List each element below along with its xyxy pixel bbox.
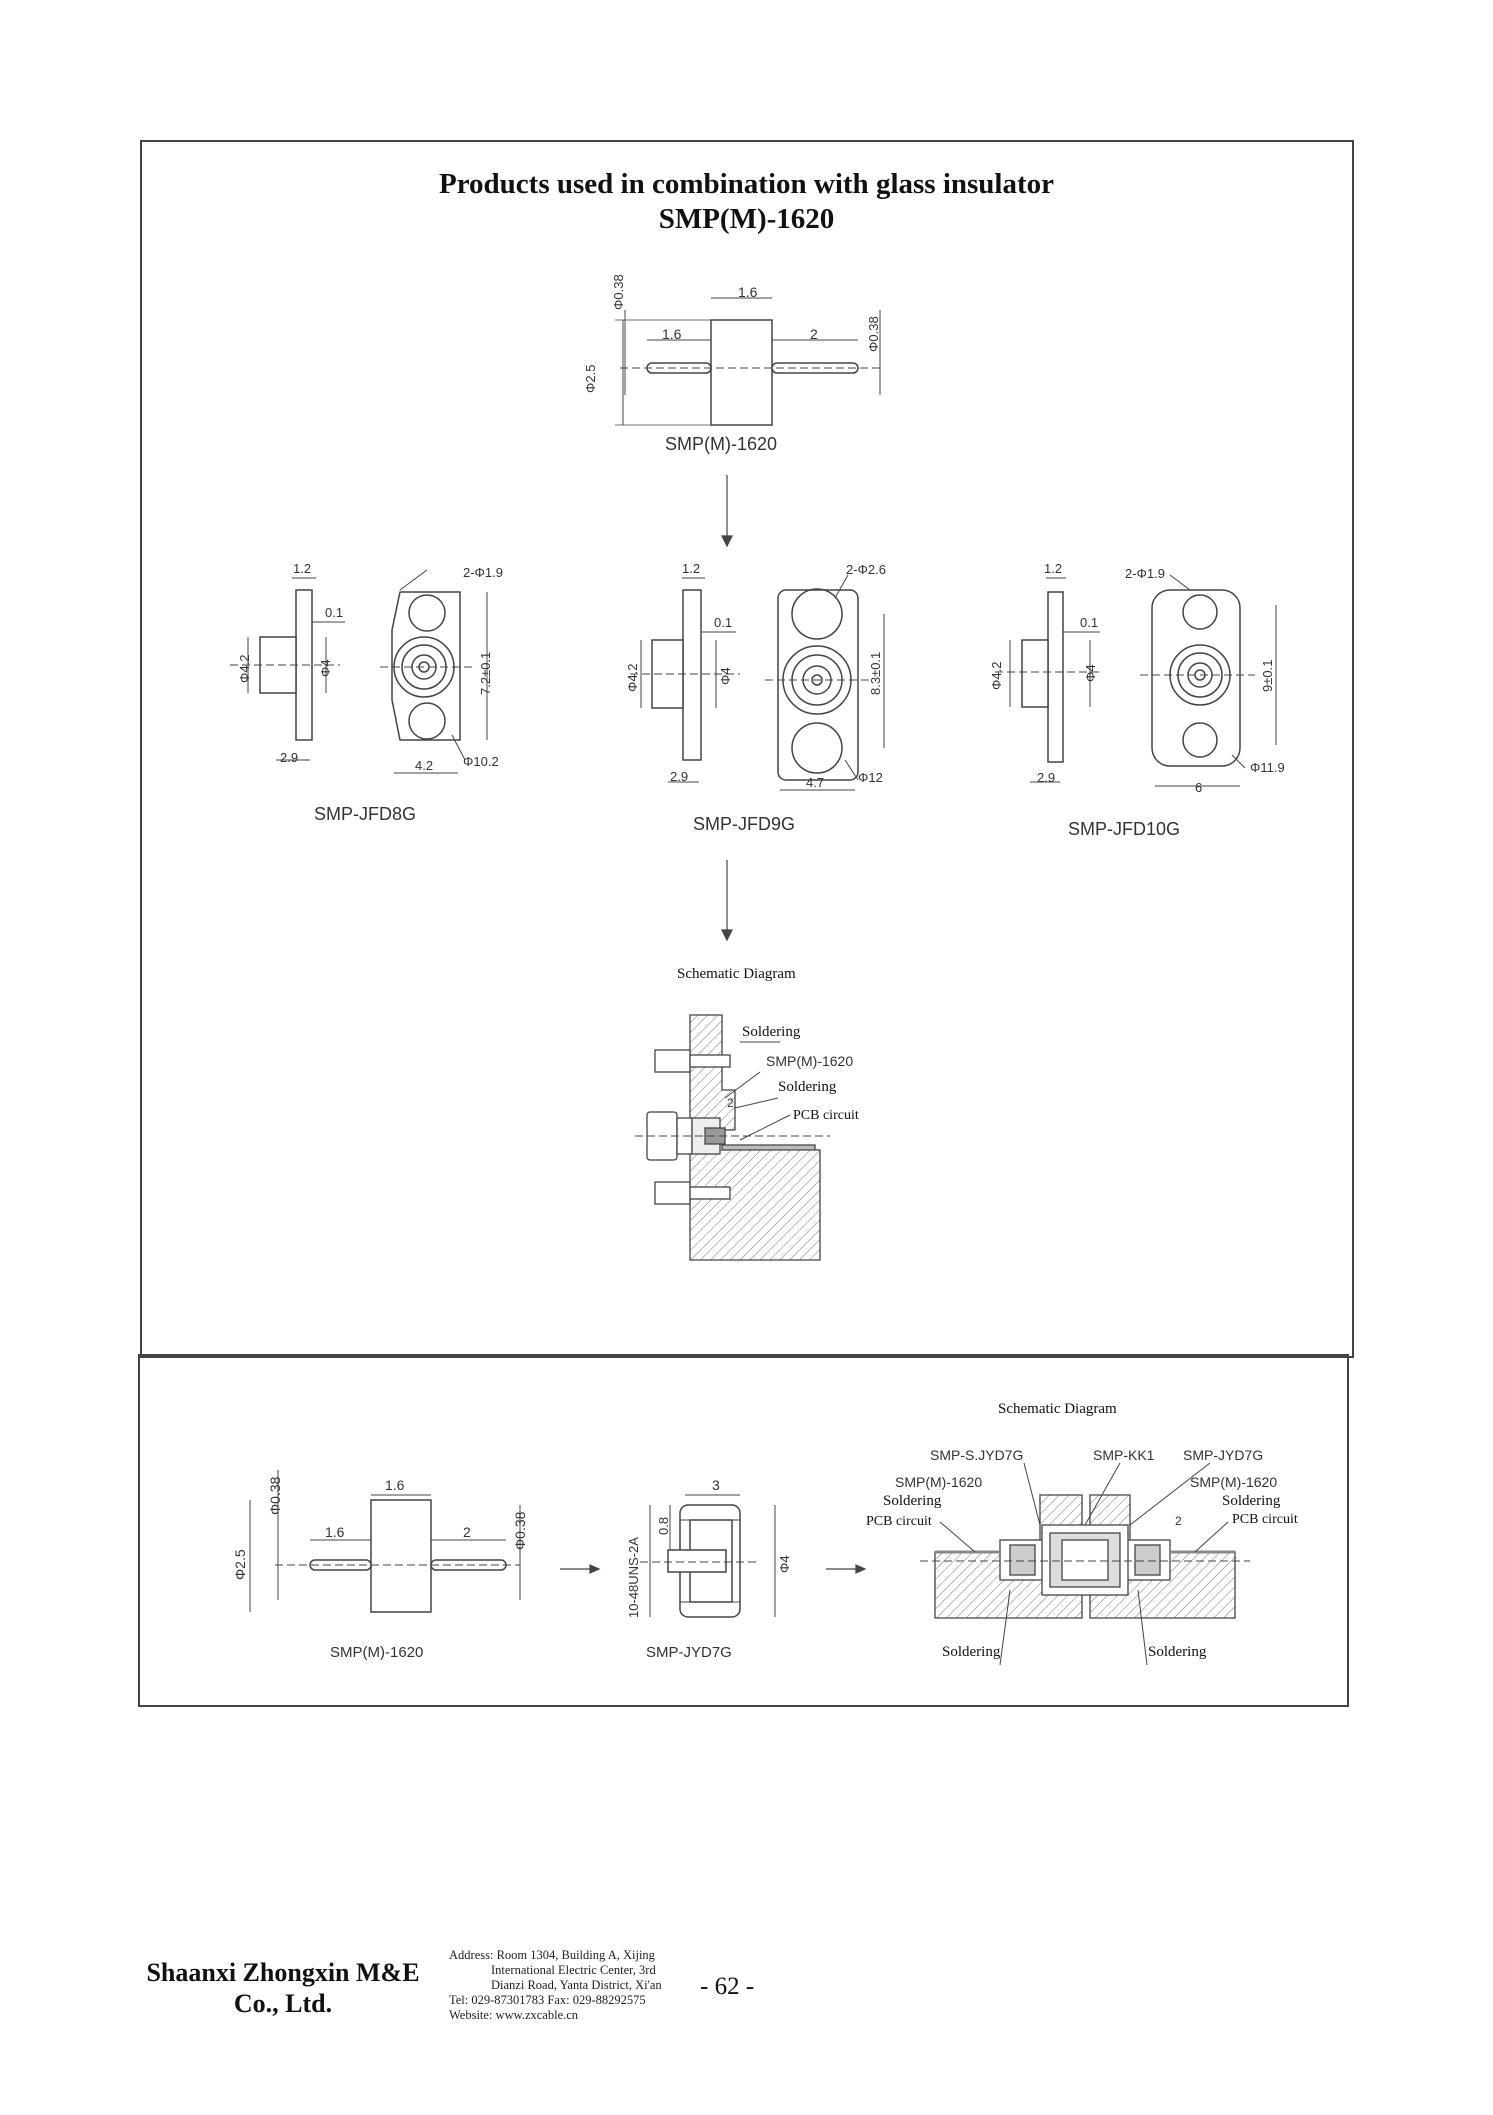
jfd8g-body: Φ10.2 (463, 754, 499, 769)
jyd7g-length: 3 (712, 1477, 720, 1493)
jfd9g-thickness: 1.2 (682, 561, 700, 576)
jfd10g-body: Φ11.9 (1250, 760, 1285, 775)
jfd8g-width: 4.2 (415, 758, 433, 773)
schematic1-drawing (635, 1014, 830, 1261)
jyd7g-thread: 10-48UNS-2A (626, 1537, 641, 1618)
jfd8g-outer-dia: Φ4.2 (237, 655, 252, 683)
sec2-dim-right-pin: 2 (463, 1524, 471, 1540)
schematic2-heading: Schematic Diagram (998, 1401, 1117, 1417)
top-dim-right-pin: 2 (810, 326, 818, 342)
top-smp-drawing (615, 297, 881, 426)
jfd9g-label: SMP-JFD9G (693, 814, 795, 834)
section2-frame (138, 1354, 1349, 1707)
s2-gap: 2 (1175, 1514, 1182, 1528)
jfd9g-gap: 0.1 (714, 615, 732, 630)
jfd10g-thickness: 1.2 (1044, 561, 1062, 576)
s2-right-connector: SMP-JYD7G (1183, 1447, 1263, 1463)
section1-frame (140, 140, 1354, 1358)
jfd9g-length: 2.9 (670, 769, 688, 784)
s2-right-pcb: PCB circuit (1232, 1512, 1298, 1527)
jfd10g-label: SMP-JFD10G (1068, 819, 1180, 839)
jfd9g-height: 8.3±0.1 (868, 652, 883, 695)
schematic2-drawing (920, 1462, 1250, 1666)
jyd7g-drawing (640, 1494, 776, 1618)
sec2-dim-body-dia: Φ2.5 (232, 1549, 248, 1580)
company-address: Address: Room 1304, Building A, Xijing I… (449, 1948, 694, 2023)
address-line-2: International Electric Center, 3rd (491, 1963, 656, 1977)
schematic1-heading: Schematic Diagram (677, 966, 796, 982)
jyd7g-dia: Φ4 (777, 1555, 792, 1573)
top-dim-left-pin: 1.6 (662, 326, 682, 342)
s2-bottom-right-soldering: Soldering (1148, 1644, 1207, 1660)
s2-left-soldering: Soldering (883, 1493, 942, 1509)
s2-adapter: SMP-KK1 (1093, 1447, 1155, 1463)
jfd8g-height: 7.2±0.1 (478, 652, 493, 695)
flange-jfd9g-drawing (630, 574, 885, 791)
sec2-dim-left-pin: 1.6 (325, 1524, 345, 1540)
contact-website: Website: www.zxcable.cn (449, 2008, 579, 2022)
schematic1-gap: 2 (727, 1096, 734, 1110)
address-line-3: Dianzi Road, Yanta District, Xi'an (491, 1978, 662, 1992)
top-dim-body-dia: Φ2.5 (583, 365, 598, 393)
jfd8g-gap: 0.1 (325, 605, 343, 620)
jfd9g-holes: 2-Φ2.6 (846, 562, 886, 577)
jfd10g-holes: 2-Φ1.9 (1125, 566, 1165, 581)
jyd7g-step: 0.8 (656, 1517, 671, 1535)
jfd8g-length: 2.9 (280, 750, 298, 765)
s2-right-part: SMP(M)-1620 (1190, 1474, 1277, 1490)
jfd10g-height: 9±0.1 (1260, 660, 1275, 692)
sec2-dim-pin-dia-left: Φ0.38 (267, 1476, 283, 1515)
top-dim-body: 1.6 (738, 284, 758, 300)
schematic1-pcb: PCB circuit (793, 1108, 859, 1123)
schematic1-soldering-top: Soldering (742, 1024, 801, 1040)
jfd10g-gap: 0.1 (1080, 615, 1098, 630)
top-dim-pin-dia-right: Φ0.38 (866, 316, 881, 352)
jfd8g-holes: 2-Φ1.9 (463, 565, 503, 580)
page-number: - 62 - (700, 1973, 755, 2000)
page-title: Products used in combination with glass … (438, 168, 1055, 200)
top-part-label: SMP(M)-1620 (665, 434, 777, 454)
section2-pin-drawing (249, 1470, 521, 1613)
jyd7g-label: SMP-JYD7G (646, 1644, 732, 1661)
s2-left-pcb: PCB circuit (866, 1514, 932, 1529)
s2-right-soldering: Soldering (1222, 1493, 1281, 1509)
jfd9g-width: 4.7 (806, 775, 824, 790)
schematic1-soldering-mid: Soldering (778, 1079, 837, 1095)
jfd8g-inner-dia: Φ4 (318, 659, 333, 677)
flange-jfd10g-drawing (995, 574, 1277, 787)
sec2-dim-pin-dia-right: Φ0.38 (512, 1511, 528, 1550)
schematic1-part: SMP(M)-1620 (766, 1053, 853, 1069)
s2-bottom-left-soldering: Soldering (942, 1644, 1001, 1660)
jfd9g-body: Φ12 (858, 770, 883, 785)
jfd10g-width: 6 (1195, 780, 1202, 795)
jfd8g-thickness: 1.2 (293, 561, 311, 576)
sec2-pin-label: SMP(M)-1620 (330, 1644, 423, 1661)
jfd9g-inner-dia: Φ4 (718, 667, 733, 685)
jfd9g-outer-dia: Φ4.2 (625, 664, 640, 692)
jfd10g-inner-dia: Φ4 (1083, 664, 1098, 682)
s2-left-connector: SMP-S.JYD7G (930, 1447, 1023, 1463)
company-name: Shaanxi Zhongxin M&E Co., Ltd. (146, 1958, 420, 2018)
jfd8g-label: SMP-JFD8G (314, 804, 416, 824)
flange-jfd8g-drawing (230, 569, 488, 774)
address-line-1: Address: Room 1304, Building A, Xijing (449, 1948, 655, 1962)
jfd10g-outer-dia: Φ4.2 (989, 662, 1004, 690)
s2-left-part: SMP(M)-1620 (895, 1474, 982, 1490)
arrow-right-row2 (560, 1564, 867, 1574)
arrow-down-1 (721, 475, 733, 942)
sec2-dim-body: 1.6 (385, 1477, 405, 1493)
page-subtitle: SMP(M)-1620 (658, 203, 835, 235)
contact-phone: Tel: 029-87301783 Fax: 029-88292575 (449, 1993, 646, 2007)
jfd10g-length: 2.9 (1037, 770, 1055, 785)
top-dim-pin-dia-left: Φ0.38 (611, 274, 626, 310)
